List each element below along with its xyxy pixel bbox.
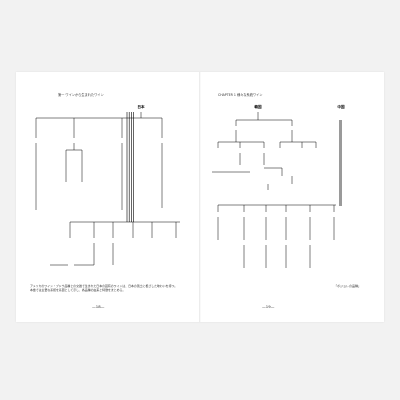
left-page-folio: —18— — [92, 304, 105, 309]
left-body-paragraph: アメリカのワイン・ブドウ品種との交雑で生まれた日本の固有のワインは、日本の風土に… — [30, 284, 178, 293]
right-page-folio: —19— — [262, 304, 275, 309]
book-gutter — [199, 72, 201, 322]
left-running-head: 第一 ワインから生まれたワイン — [58, 93, 104, 97]
right-running-head: CHAPTER 1 様々な系統ワイン — [218, 93, 263, 97]
right-head-node-2: 中国 — [337, 105, 345, 109]
right-head-node-1: 韓国 — [254, 105, 262, 109]
tree-root-node: 日本 — [137, 105, 145, 109]
right-footnote: 「ボジョレの品種」 — [334, 284, 362, 288]
